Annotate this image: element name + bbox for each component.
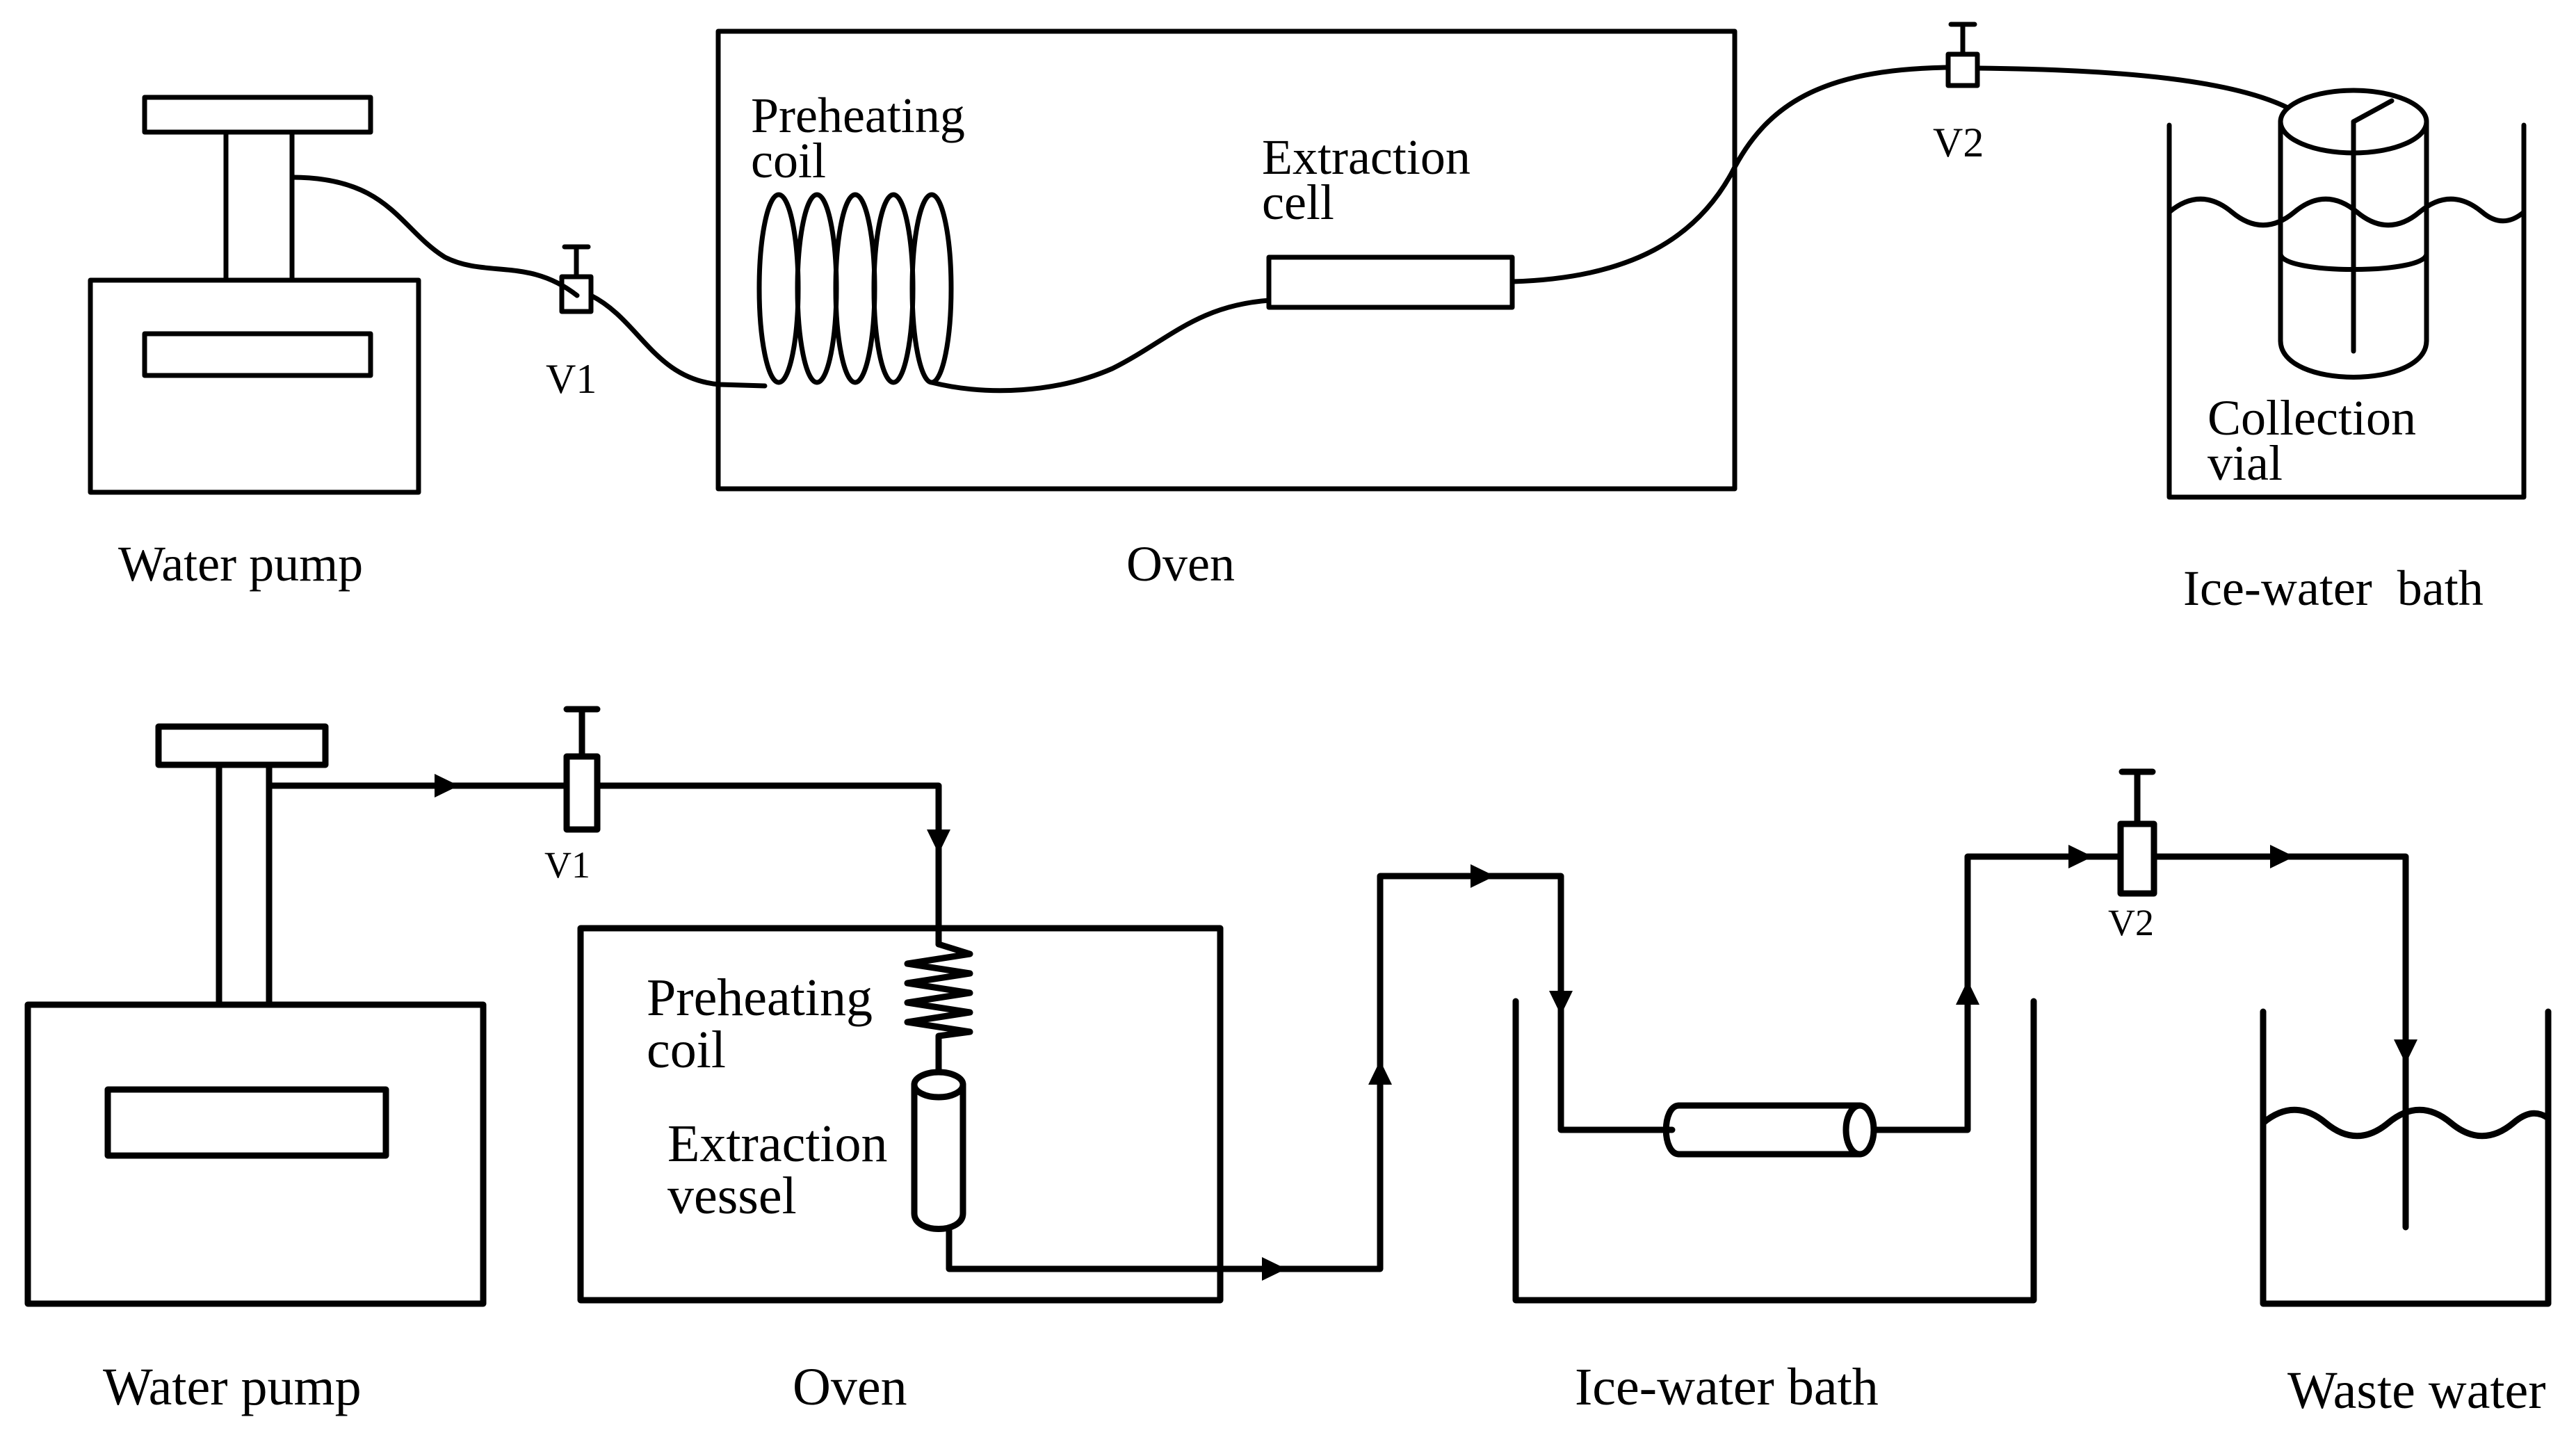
bottom-oven (577, 925, 1224, 1304)
bottom-pipe-v1-to-coil (594, 782, 942, 948)
top-pump-shaft (223, 129, 295, 283)
bottom-pump-body (24, 1001, 487, 1307)
top-tube-v1-to-coil (588, 293, 768, 389)
bottom-oven-label: Oven (793, 1358, 907, 1416)
top-valve-v2-label: V2 (1933, 120, 1984, 165)
bottom-ice-water-bath-label: Ice-water bath (1575, 1358, 1879, 1416)
bottom-pipe-bath-to-v2 (1870, 853, 2124, 1133)
top-extraction-cell-label-2: cell (1262, 175, 1334, 230)
bottom-pipe-vessel-to-bath (946, 873, 1676, 1272)
top-oven-label: Oven (1126, 536, 1235, 592)
bottom-pump-window (104, 1086, 389, 1159)
bottom-arrow-8 (2068, 845, 2093, 868)
top-valve-v2 (1945, 22, 1980, 88)
top-valve-v1 (559, 244, 594, 314)
top-oven (715, 29, 1737, 492)
top-tube-pump-to-v1 (289, 175, 580, 298)
bottom-arrow-6 (1549, 991, 1573, 1015)
bottom-valve-v2 (2117, 768, 2157, 897)
bottom-waste-water-label: Waste water (2287, 1361, 2546, 1420)
bottom-water-pump-label: Water pump (103, 1358, 362, 1416)
top-preheating-coil-label-1: Preheating (751, 88, 965, 143)
bottom-waste-water-surface (2260, 1106, 2552, 1140)
top-pump-window (142, 331, 373, 378)
bottom-pump-shaft (216, 761, 273, 1008)
bottom-valve-v1-label: V1 (544, 844, 590, 886)
top-preheating-coil (756, 192, 954, 385)
top-pump-body (88, 277, 421, 495)
bottom-cooling-tube (1662, 1102, 1877, 1158)
bottom-extraction-vessel (911, 1069, 966, 1232)
bottom-arrow-4 (1368, 1060, 1392, 1085)
top-tube-cell-to-v2 (1509, 65, 1950, 284)
bottom-arrow-7 (1956, 980, 1979, 1005)
bottom-preheating-coil-label-2: coil (647, 1021, 726, 1079)
top-schematic: Preheating coil Extraction cell V1 V2 Co… (88, 22, 2527, 616)
top-extraction-cell-label-1: Extraction (1262, 129, 1471, 185)
top-bath-water-surface (2166, 196, 2527, 228)
top-collection-vial (2278, 88, 2429, 380)
top-tube-coil-to-cell (929, 298, 1272, 394)
top-collection-vial-label-2: vial (2208, 435, 2283, 491)
top-preheating-coil-label-2: coil (751, 133, 826, 188)
top-water-pump-label: Water pump (118, 536, 363, 592)
bottom-arrow-5 (1471, 864, 1495, 888)
top-pump-handle (142, 95, 373, 135)
bottom-pump-handle (155, 723, 329, 768)
bottom-waste-container (2260, 1008, 2552, 1307)
bottom-arrow-10 (2394, 1039, 2417, 1064)
bottom-preheating-coil (904, 941, 973, 1074)
bottom-arrow-3 (1262, 1257, 1286, 1281)
top-water-pump (88, 95, 421, 495)
bottom-preheating-coil-label-1: Preheating (647, 969, 873, 1027)
bottom-schematic: Preheating coil Extraction vessel V1 V2 … (24, 706, 2552, 1420)
bottom-water-pump (24, 723, 487, 1307)
bottom-ice-water-bath (1512, 998, 2037, 1304)
bottom-valve-v1 (563, 706, 601, 833)
top-ice-water-bath-label: Ice-water bath (2183, 560, 2484, 616)
bottom-extraction-vessel-label-2: vessel (667, 1167, 797, 1225)
bottom-arrow-9 (2270, 845, 2294, 868)
top-extraction-cell (1266, 254, 1515, 310)
top-ice-water-bath (2166, 122, 2527, 500)
bottom-valve-v2-label: V2 (2108, 902, 2154, 944)
top-valve-v1-label: V1 (546, 356, 597, 402)
top-collection-vial-label-1: Collection (2208, 390, 2416, 446)
bottom-arrow-2 (927, 829, 950, 854)
bottom-pipe-v2-to-waste (2150, 853, 2409, 1231)
bottom-arrow-1 (435, 774, 459, 798)
bottom-extraction-vessel-label-1: Extraction (667, 1115, 888, 1173)
